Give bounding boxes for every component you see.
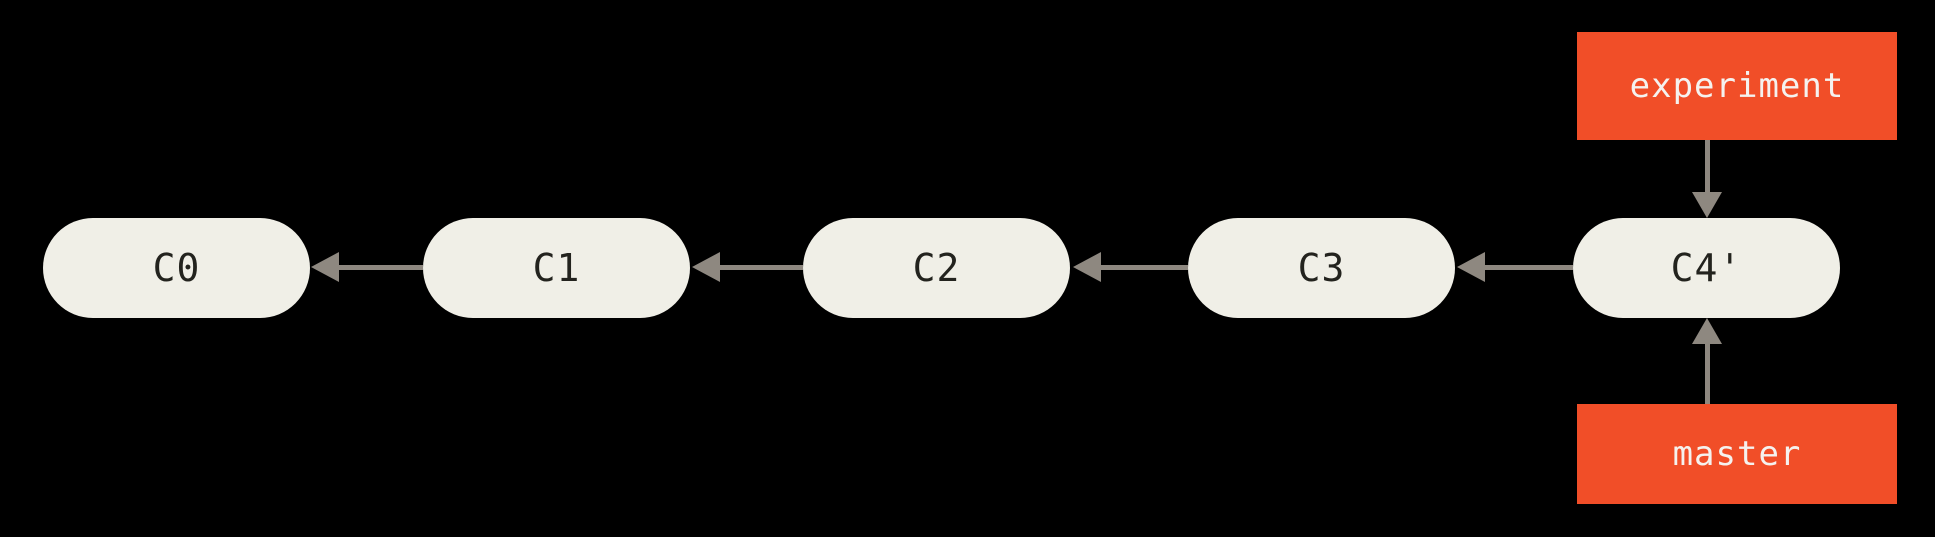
parent-arrow-c1-to-c0 xyxy=(311,252,423,282)
commit-label: C0 xyxy=(152,246,201,290)
arrow-up-icon xyxy=(1692,318,1722,344)
commit-label: C2 xyxy=(912,246,961,290)
arrow-shaft xyxy=(336,265,423,270)
branch-arrow-master-to-c4 xyxy=(1692,318,1722,404)
branch-arrow-experiment-to-c4 xyxy=(1692,140,1722,218)
commit-node-c4-prime: C4' xyxy=(1573,218,1840,318)
arrow-shaft xyxy=(1705,140,1710,194)
commit-node-c3: C3 xyxy=(1188,218,1455,318)
commit-label: C4' xyxy=(1670,246,1743,290)
commit-node-c0: C0 xyxy=(43,218,310,318)
arrow-shaft xyxy=(1705,342,1710,404)
branch-name: experiment xyxy=(1629,66,1845,106)
arrow-shaft xyxy=(717,265,803,270)
arrow-down-icon xyxy=(1692,192,1722,218)
commit-node-c1: C1 xyxy=(423,218,690,318)
parent-arrow-c3-to-c2 xyxy=(1073,252,1188,282)
arrow-left-icon xyxy=(1073,252,1101,282)
parent-arrow-c2-to-c1 xyxy=(692,252,803,282)
commit-label: C3 xyxy=(1297,246,1346,290)
arrow-left-icon xyxy=(692,252,720,282)
commit-label: C1 xyxy=(532,246,581,290)
arrow-left-icon xyxy=(1457,252,1485,282)
arrow-shaft xyxy=(1098,265,1188,270)
parent-arrow-c4-to-c3 xyxy=(1457,252,1573,282)
branch-name: master xyxy=(1672,434,1802,474)
commit-node-c2: C2 xyxy=(803,218,1070,318)
arrow-shaft xyxy=(1482,265,1573,270)
arrow-left-icon xyxy=(311,252,339,282)
branch-label-experiment: experiment xyxy=(1577,32,1897,140)
branch-label-master: master xyxy=(1577,404,1897,504)
